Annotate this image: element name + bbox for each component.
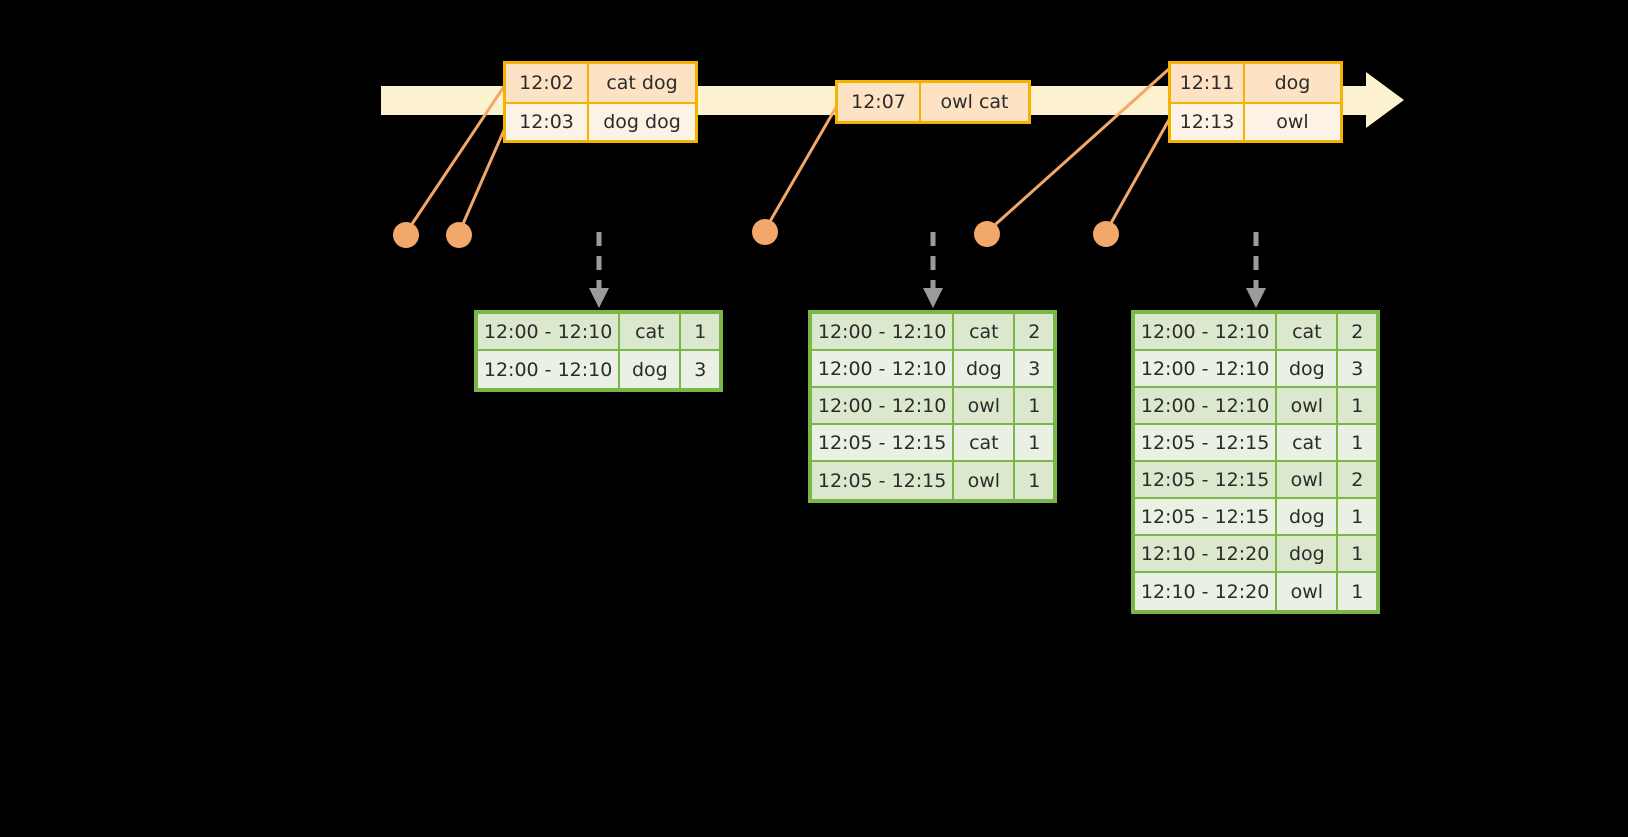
- connector-dot-3: [752, 219, 778, 245]
- cell-window: 12:00 - 12:10: [812, 351, 955, 388]
- connector-dot-5: [1093, 221, 1119, 247]
- event-time: 12:13: [1171, 104, 1245, 140]
- cell-word: dog: [1277, 499, 1339, 536]
- cell-count: 1: [1338, 425, 1376, 462]
- dashed-arrow-1-icon: [589, 232, 609, 308]
- cell-word: cat: [954, 314, 1016, 351]
- cell-word: cat: [1277, 425, 1339, 462]
- event-box-1: 12:02 cat dog 12:03 dog dog: [503, 61, 698, 143]
- dashed-arrow-3-icon: [1246, 232, 1266, 308]
- cell-word: dog: [1277, 536, 1339, 573]
- connector-dots: [393, 219, 1119, 248]
- cell-window: 12:10 - 12:20: [1135, 536, 1278, 573]
- connector-dot-2: [446, 222, 472, 248]
- cell-word: dog: [954, 351, 1016, 388]
- connector-line-5: [1104, 117, 1172, 233]
- connector-line-2: [457, 127, 507, 234]
- event-value: owl: [1276, 111, 1309, 133]
- cell-window: 12:05 - 12:15: [1135, 425, 1278, 462]
- cell-word: cat: [1277, 314, 1339, 351]
- cell-window: 12:00 - 12:10: [1135, 351, 1278, 388]
- cell-window: 12:05 - 12:15: [1135, 462, 1278, 499]
- event-row: 12:13 owl: [1171, 102, 1340, 140]
- cell-window: 12:05 - 12:15: [812, 462, 955, 499]
- cell-word: owl: [1277, 462, 1339, 499]
- event-value: owl cat: [940, 91, 1009, 113]
- cell-window: 12:00 - 12:10: [812, 388, 955, 425]
- cell-count: 3: [1015, 351, 1053, 388]
- cell-window: 12:05 - 12:15: [812, 425, 955, 462]
- event-time: 12:03: [506, 104, 589, 140]
- event-time: 12:07: [838, 83, 921, 121]
- cell-word: owl: [1277, 573, 1339, 610]
- cell-word: cat: [954, 425, 1016, 462]
- dashed-arrow-2-icon: [923, 232, 943, 308]
- cell-word: owl: [1277, 388, 1339, 425]
- event-value: dog: [1274, 72, 1311, 94]
- cell-count: 1: [681, 314, 719, 351]
- cell-count: 2: [1015, 314, 1053, 351]
- cell-word: owl: [954, 388, 1016, 425]
- cell-count: 1: [1338, 536, 1376, 573]
- event-value: cat dog: [606, 72, 678, 94]
- cell-word: dog: [620, 351, 682, 388]
- cell-count: 3: [1338, 351, 1376, 388]
- event-box-3: 12:11 dog 12:13 owl: [1168, 61, 1343, 143]
- event-row: 12:03 dog dog: [506, 102, 695, 140]
- cell-window: 12:10 - 12:20: [1135, 573, 1278, 610]
- cell-count: 2: [1338, 314, 1376, 351]
- cell-word: owl: [954, 462, 1016, 499]
- cell-window: 12:05 - 12:15: [1135, 499, 1278, 536]
- cell-window: 12:00 - 12:10: [478, 351, 621, 388]
- cell-count: 1: [1338, 573, 1376, 610]
- cell-window: 12:00 - 12:10: [1135, 388, 1278, 425]
- cell-count: 1: [1015, 462, 1053, 499]
- cell-word: cat: [620, 314, 682, 351]
- event-time: 12:11: [1171, 64, 1245, 102]
- cell-count: 1: [1338, 388, 1376, 425]
- cell-window: 12:00 - 12:10: [478, 314, 621, 351]
- event-row: 12:11 dog: [1171, 64, 1340, 102]
- connector-dot-1: [393, 222, 419, 248]
- cell-count: 2: [1338, 462, 1376, 499]
- connector-line-3: [763, 103, 840, 231]
- event-time: 12:02: [506, 64, 589, 102]
- cell-count: 1: [1015, 388, 1053, 425]
- cell-count: 3: [681, 351, 719, 388]
- timeline-arrowhead-icon: [1366, 72, 1404, 128]
- cell-word: dog: [1277, 351, 1339, 388]
- event-value: dog dog: [603, 111, 681, 133]
- cell-count: 1: [1015, 425, 1053, 462]
- cell-count: 1: [1338, 499, 1376, 536]
- connector-dot-4: [974, 221, 1000, 247]
- event-box-2: 12:07 owl cat: [835, 80, 1031, 124]
- event-row: 12:07 owl cat: [838, 83, 1028, 121]
- event-row: 12:02 cat dog: [506, 64, 695, 102]
- cell-window: 12:00 - 12:10: [1135, 314, 1278, 351]
- cell-window: 12:00 - 12:10: [812, 314, 955, 351]
